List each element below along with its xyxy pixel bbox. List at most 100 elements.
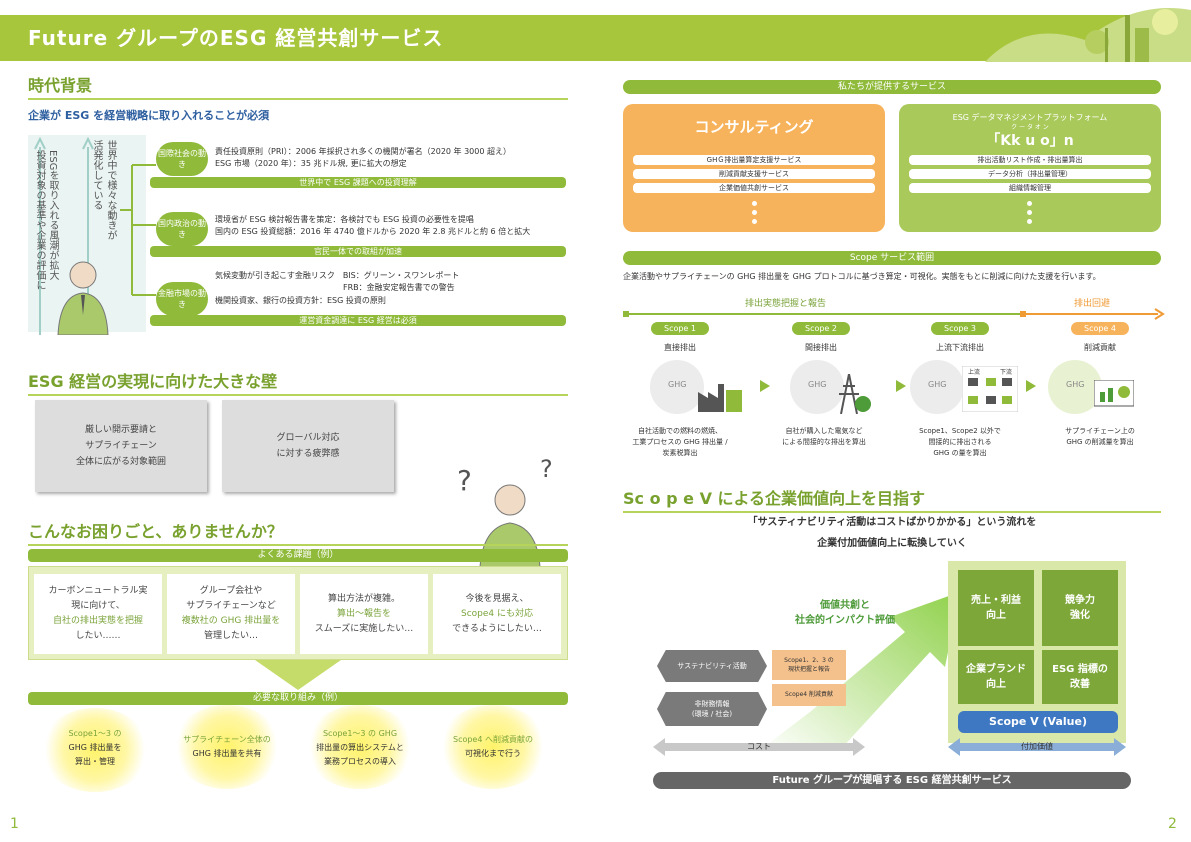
- row3-line2: FRB：金融安定報告書での警告: [215, 283, 455, 292]
- circle-domestic: 国内政治の動き: [156, 212, 208, 246]
- row3-bar: 運営資金調達に ESG 経営は必須: [150, 315, 566, 326]
- issue-4-c: できるようにしたい…: [452, 623, 542, 634]
- orange1-l2: 現状把握と報告: [787, 666, 830, 673]
- next-arrow-icon: [1026, 380, 1036, 392]
- issue-4-b: Scope4 にも対応: [460, 608, 533, 619]
- next-arrow-icon: [760, 380, 770, 392]
- action-3-a: Scope1～3 の GHG: [322, 729, 398, 738]
- action-3-c: 業務プロセスの導入: [324, 757, 396, 766]
- hex-sustainability: サステナビリティ活動: [657, 650, 767, 682]
- platform-item: データ分析（排出量管理）: [909, 169, 1151, 179]
- phase-line: [623, 308, 1165, 320]
- scope-description: 企業活動やサプライチェーンの GHG 排出量を GHG プロトコルに基づき算定・…: [623, 272, 1101, 281]
- svg-text:?: ?: [457, 464, 472, 497]
- row2-line2: 国内の ESG 投資総額：2016 年 4740 億ドルから 2020 年 2.…: [215, 227, 531, 236]
- vb4a: ESG 指標の: [1052, 664, 1108, 675]
- issue-1-a: カーボンニュートラル実: [48, 586, 148, 596]
- issue-card: 今後を見据え、 Scope4 にも対応 できるようにしたい…: [433, 574, 561, 654]
- consult-item: 企業価値共創サービス: [633, 183, 875, 193]
- scope-3-d2: 間接的に排出される: [928, 438, 992, 446]
- issue-1-b: 現に向けて、: [71, 601, 125, 611]
- issue-2-a: グループ会社や: [199, 586, 263, 596]
- issue-1-c: 自社の排出実態を把握: [52, 616, 143, 626]
- page-number-left: 1: [10, 816, 19, 832]
- issue-4-a: 今後を見据え、: [465, 593, 529, 604]
- action-3-b: 排出量の算出システムと: [316, 743, 404, 752]
- vb1b: 向上: [986, 610, 1006, 621]
- header-band: [0, 15, 1191, 61]
- action-1-a: Scope1～3 の: [68, 729, 122, 738]
- row3-line1: 気候変動が引き起こす金融リスク BIS：グリーン・スワンレポート: [215, 271, 460, 280]
- wall-box-2-l2: に対する疲弊感: [276, 449, 340, 459]
- orange-box-scope123: Scope1、2、3 の 現状把握と報告: [772, 650, 846, 680]
- ghg-reduce-icon: [1048, 360, 1102, 414]
- circle-finance: 金融市場の動き: [156, 282, 208, 316]
- cocreate-label: 価値共創と 社会的インパクト評価: [795, 598, 895, 628]
- section-wall-title: ESG 経営の実現に向けた大きな壁: [28, 368, 568, 396]
- wall-box-2-l1: グローバル対応: [276, 433, 340, 443]
- down-triangle-icon: [255, 660, 341, 690]
- needed-actions-bar: 必要な取り組み（例）: [28, 692, 568, 705]
- issue-1-d: したい……: [75, 631, 121, 641]
- wall-box-2: グローバル対応 に対する疲弊感: [222, 400, 394, 492]
- page-title: Future グループのESG 経営共創サービス: [28, 26, 444, 50]
- scope-3-pill: Scope 3: [931, 322, 989, 335]
- cost-label: コスト: [747, 742, 771, 751]
- orange-box-scope4: Scope4 削減貢献: [772, 684, 846, 706]
- scope-4-desc: サプライチェーン上の GHG の削減量を算出: [1040, 426, 1160, 448]
- vertical-text-2b: 活発化している: [91, 140, 102, 210]
- businessman-icon: [57, 261, 109, 335]
- platform-title: 「Kk u o」n: [986, 133, 1074, 149]
- vb3a: 企業ブランド: [966, 664, 1026, 675]
- dashboard-icon: [1094, 380, 1134, 407]
- ghg-cloud-icon: [910, 360, 964, 414]
- more-dot: [1027, 201, 1032, 206]
- ghg-label: GHG: [808, 380, 827, 389]
- hex2-l1: 非財務情報: [694, 700, 730, 708]
- vb2b: 強化: [1070, 610, 1090, 621]
- action-glow: [305, 705, 415, 789]
- scope-3-name: 上流下流排出: [936, 343, 984, 352]
- vb3b: 向上: [986, 679, 1006, 690]
- eco-illustration-icon: [985, 8, 1191, 62]
- wall-box-1-l2: サプライチェーン: [85, 441, 157, 451]
- downstream-label: 下流: [1000, 369, 1013, 376]
- vertical-text-1b: 投資対象の基準や企業の評価に: [34, 150, 45, 290]
- ghg-label: GHG: [668, 380, 687, 389]
- cost-arrow: [653, 738, 865, 756]
- cocreate-l1: 価値共創と: [820, 600, 870, 611]
- scope-3-d3: GHG の量を算出: [933, 449, 987, 457]
- action-2-b: GHG 排出量を共有: [192, 749, 262, 758]
- factory-icon: [698, 384, 742, 412]
- row2-line1: 環境省が ESG 検討報告書を策定：各検討でも ESG 投資の必要性を提唱: [215, 215, 474, 224]
- issue-3-c: スムーズに実施したい…: [314, 623, 414, 634]
- value-box: 売上・利益向上: [958, 570, 1034, 646]
- vb1a: 売上・利益: [971, 595, 1021, 606]
- platform-item: 排出活動リスト作成・排出量算出: [909, 155, 1151, 165]
- action-1-b: GHG 排出量を: [68, 743, 122, 752]
- scope-2-name: 間接排出: [805, 343, 837, 352]
- section-scopev-title: Sc o p e V による企業価値向上を目指す: [623, 485, 1161, 513]
- scope-4-pill: Scope 4: [1071, 322, 1129, 335]
- row1-line2: ESG 市場（2020 年）：35 兆ドル規, 更に拡大の想定: [215, 159, 407, 168]
- action-4-b: 可視化まで行う: [465, 749, 521, 758]
- scope-4-d2: GHG の削減量を算出: [1066, 438, 1134, 446]
- scope-3-d1: Scope1、Scope2 以外で: [919, 427, 1001, 435]
- action-4: Scope4 へ削減貢献の 可視化まで行う: [438, 733, 548, 761]
- background-subtitle: 企業が ESG を経営戦略に取り入れることが必須: [28, 109, 270, 122]
- ghg-cloud-icon: [790, 360, 844, 414]
- action-3: Scope1～3 の GHG 排出量の算出システムと 業務プロセスの導入: [305, 727, 415, 769]
- scope-1-d2: 工業プロセスの GHG 排出量 /: [632, 438, 728, 446]
- orange1-l1: Scope1、2、3 の: [784, 657, 834, 664]
- wall-box-1: 厳しい開示要請と サプライチェーン 全体に広がる対象範囲: [35, 400, 207, 492]
- value-box: ESG 指標の改善: [1042, 650, 1118, 704]
- value-box: 企業ブランド向上: [958, 650, 1034, 704]
- phase-avoid: 排出回避: [1074, 299, 1111, 309]
- action-1-c: 算出・管理: [75, 757, 115, 766]
- footer-banner: Future グループが提唱する ESG 経営共創サービス: [653, 772, 1131, 789]
- scope-1-name: 直接排出: [664, 343, 696, 352]
- row1-bar: 世界中で ESG 課題への投資理解: [150, 177, 566, 188]
- more-dot: [752, 219, 757, 224]
- hex-nonfinancial: 非財務情報 (環境 / 社会): [657, 692, 767, 726]
- row3-line3: 機関投資家、銀行の投資方針：ESG 投資の原則: [215, 296, 386, 305]
